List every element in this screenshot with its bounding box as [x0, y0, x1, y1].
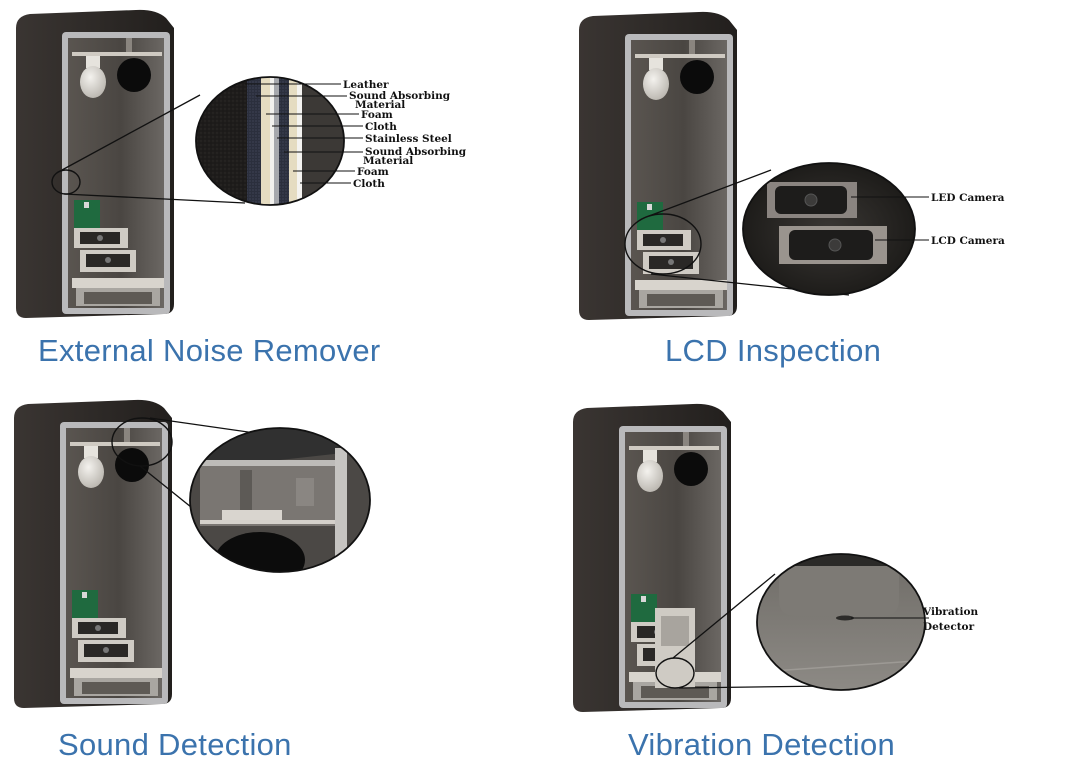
panel-external-noise-remover: Leather Sound Absorbing Material Foam Cl… — [0, 0, 539, 390]
panel-caption: Vibration Detection — [628, 727, 896, 762]
layer-label-cloth-1: Cloth — [365, 121, 397, 133]
vibration-detection-illustration: Vibration Detector — [573, 403, 978, 712]
label-pointers — [245, 83, 363, 184]
focus-circle — [111, 417, 173, 467]
layer-label-sound-absorbing-2: Sound Absorbing — [365, 146, 467, 158]
layer-label-foam-2: Foam — [357, 166, 389, 178]
speaker-mount-callout — [189, 427, 371, 573]
layer-label-sound-absorbing-2-line2: Material — [363, 155, 413, 167]
callout-leader-line — [63, 193, 246, 204]
enclosure-render — [573, 403, 731, 712]
material-layers-callout — [195, 76, 345, 206]
panel-caption: Sound Detection — [58, 727, 292, 762]
enclosure-render — [16, 9, 174, 319]
vibration-detector-label-line1: Vibration — [922, 606, 978, 618]
focus-circle — [624, 213, 702, 275]
panel-lcd-inspection: LED Camera LCD Camera LCD Inspection — [539, 0, 1078, 390]
panel-sound-detection: Sound Detection — [0, 390, 539, 780]
panel-vibration-detection: Vibration Detector Vibration Detection — [539, 390, 1078, 780]
vibration-detector-label-line2: Detector — [923, 621, 975, 633]
focus-circle — [655, 657, 695, 689]
lcd-inspection-illustration: LED Camera LCD Camera — [579, 11, 1005, 321]
noise-remover-illustration: Leather Sound Absorbing Material Foam Cl… — [16, 9, 467, 319]
layer-label-leather: Leather — [343, 79, 389, 91]
vibration-detector-callout — [756, 553, 926, 691]
layer-label-stainless-steel: Stainless Steel — [365, 133, 452, 145]
bracket-window — [661, 616, 689, 646]
layer-label-cloth-2: Cloth — [353, 178, 385, 190]
callout-leader-line — [678, 685, 830, 689]
callout-leader-line — [648, 169, 772, 217]
callout-leader-line — [672, 573, 776, 659]
layer-label-sound-absorbing-1: Sound Absorbing — [349, 90, 451, 102]
layer-label-sound-absorbing-1-line2: Material — [355, 99, 405, 111]
callout-leader-line — [61, 94, 201, 171]
sound-detection-illustration — [14, 399, 371, 708]
panel-caption: LCD Inspection — [665, 333, 882, 368]
camera-callout — [742, 162, 916, 296]
layer-label-foam-1: Foam — [361, 109, 393, 121]
panel-caption: External Noise Remover — [38, 333, 381, 368]
led-camera-label: LED Camera — [931, 192, 1005, 204]
enclosure-render — [14, 399, 172, 708]
lcd-camera-label: LCD Camera — [931, 235, 1005, 247]
